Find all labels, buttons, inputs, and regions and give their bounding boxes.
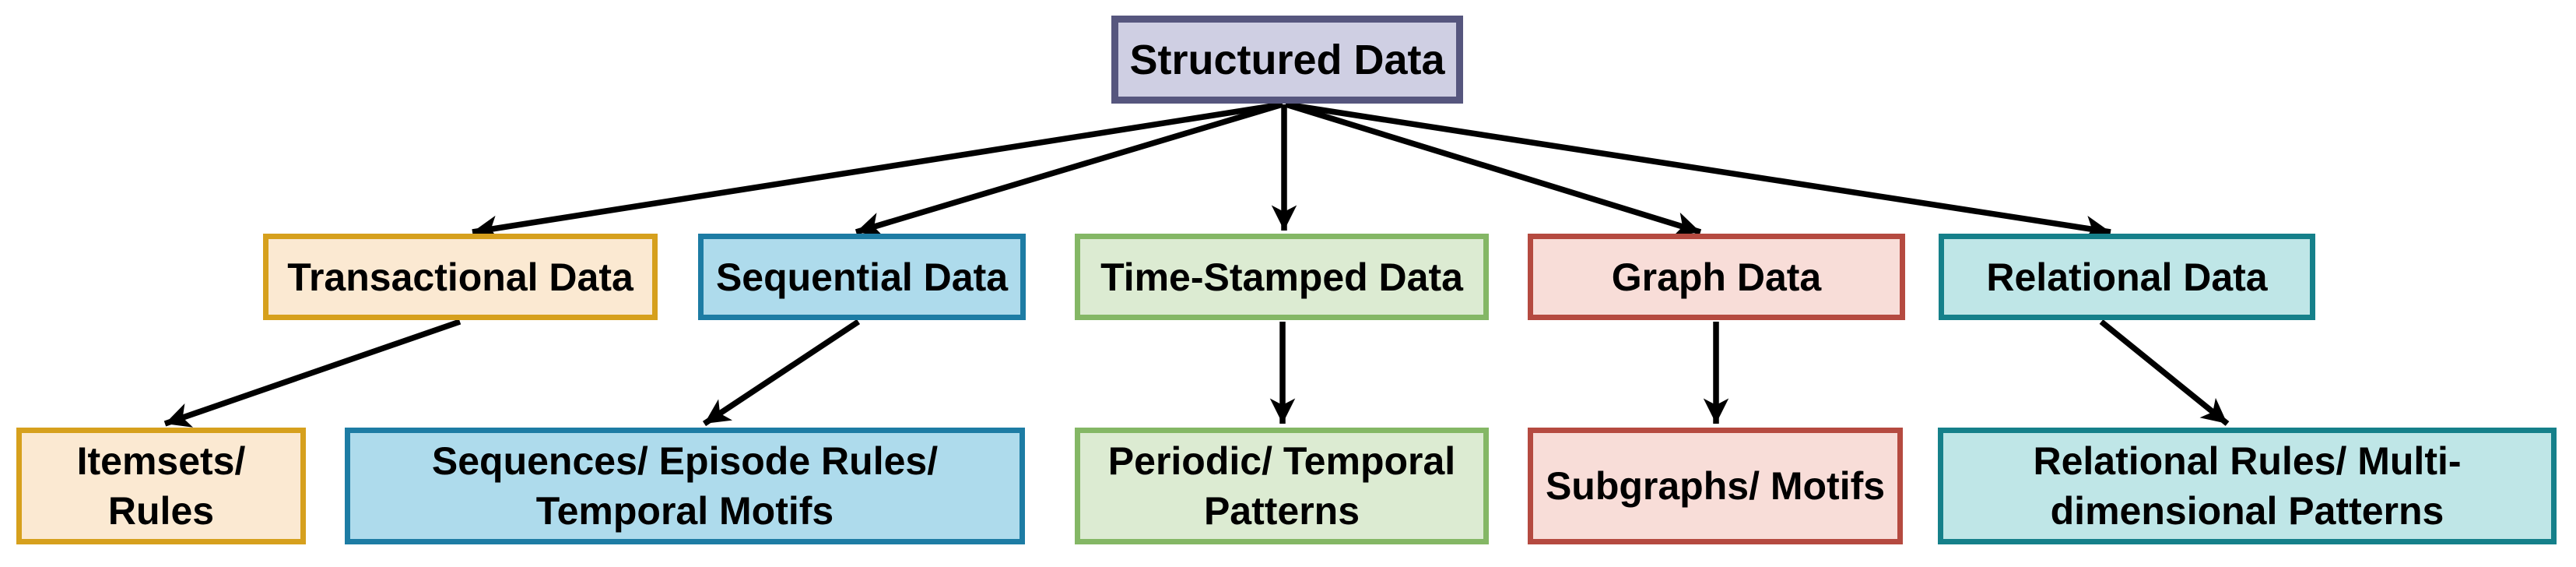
edge-relational-to-relrules (2099, 319, 2230, 426)
edge-structured-to-transactional (472, 101, 1283, 241)
edge-transactional-to-itemsets (163, 319, 462, 428)
node-label: Periodic/ Temporal (1107, 439, 1456, 483)
node-graph-data: Graph Data (1528, 234, 1905, 320)
edge-sequential-to-sequences (702, 319, 861, 427)
node-label: Relational Rules/ Multi- (2033, 439, 2462, 483)
edge-structured-to-graph (1284, 101, 1702, 237)
node-label: Structured Data (1129, 36, 1445, 83)
node-label: Subgraphs/ Motifs (1545, 464, 1886, 508)
node-sequences-episode-rules-temporal-motifs: Sequences/ Episode Rules/ Temporal Motif… (345, 428, 1025, 544)
node-structured-data: Structured Data (1111, 16, 1463, 104)
node-label: Itemsets/ (76, 439, 246, 483)
edge-structured-to-sequential (855, 101, 1284, 238)
node-label: Graph Data (1611, 255, 1822, 299)
edge-structured-to-relational (1285, 101, 2111, 241)
node-subgraphs-motifs: Subgraphs/ Motifs (1528, 428, 1903, 544)
node-label: Sequential Data (715, 255, 1009, 299)
node-time-stamped-data: Time-Stamped Data (1075, 234, 1489, 320)
node-label: Rules (107, 489, 215, 533)
node-relational-rules-multidimensional-patterns: Relational Rules/ Multi- dimensional Pat… (1938, 428, 2557, 544)
node-label: Sequences/ Episode Rules/ (431, 439, 939, 483)
node-label: Relational Data (1986, 255, 2268, 299)
node-relational-data: Relational Data (1939, 234, 2315, 320)
node-transactional-data: Transactional Data (263, 234, 658, 320)
node-sequential-data: Sequential Data (698, 234, 1026, 320)
node-itemsets-rules: Itemsets/ Rules (16, 428, 306, 544)
node-label: dimensional Patterns (2050, 489, 2444, 533)
node-periodic-temporal-patterns: Periodic/ Temporal Patterns (1075, 428, 1489, 544)
node-label: Patterns (1203, 489, 1360, 533)
node-label: Temporal Motifs (535, 489, 834, 533)
node-label: Time-Stamped Data (1100, 255, 1463, 299)
node-label: Transactional Data (287, 255, 633, 299)
